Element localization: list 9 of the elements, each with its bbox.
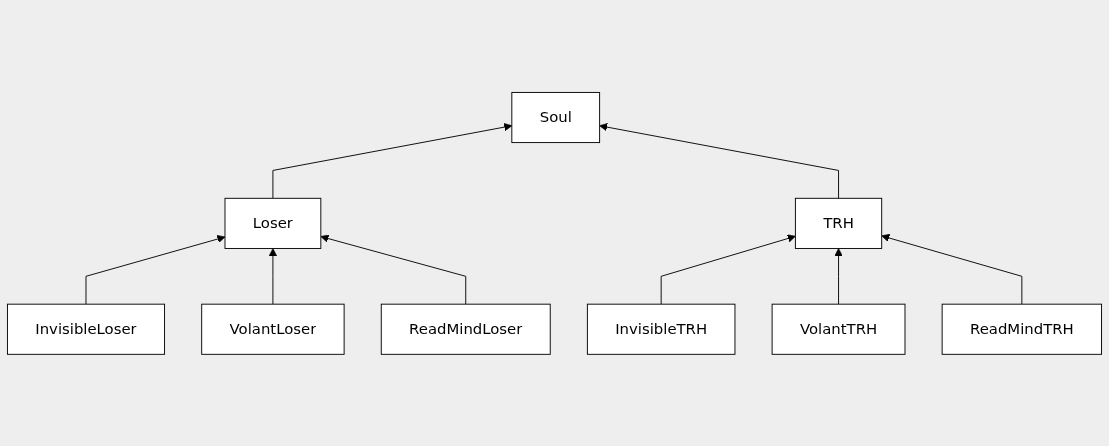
node-box: Soul	[511, 91, 601, 143]
node-box: ReadMindLoser	[380, 303, 551, 355]
node-box: ReadMindTRH	[941, 303, 1103, 355]
node-box: InvisibleLoser	[6, 303, 166, 355]
node-box: Loser	[224, 197, 322, 249]
node-box: VolantTRH	[771, 303, 906, 355]
node-box: VolantLoser	[201, 303, 345, 355]
node-box: TRH	[794, 197, 883, 249]
node-box: InvisibleTRH	[586, 303, 736, 355]
